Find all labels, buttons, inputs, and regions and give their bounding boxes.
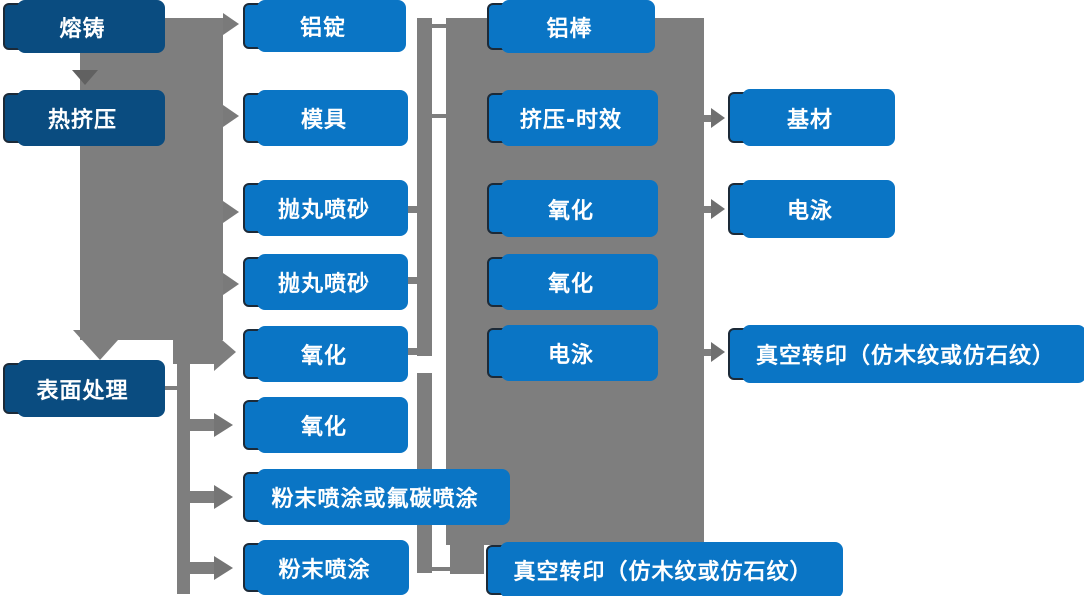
connector-arrowhead-to-base-material <box>711 108 725 128</box>
node-oxidation-2: 氧化 <box>243 397 408 453</box>
node-label: 基材 <box>786 107 833 133</box>
connector-arrowhead-to-powder-fluorocarbon <box>214 485 233 509</box>
connector-shaft-to-oxidation-2 <box>190 419 214 431</box>
node-label: 电泳 <box>786 199 833 224</box>
connector-arrowhead-to-vacuum-transfer-right <box>711 342 725 362</box>
node-electrophoresis-2: 电泳 <box>728 180 895 238</box>
connector-arrowhead-to-shot-blasting-2 <box>223 273 239 295</box>
node-electrophoresis-1: 电泳 <box>487 325 658 381</box>
connector-stub-shot-blasting-1 <box>405 206 417 213</box>
connector-arrowhead-to-aluminum-ingot <box>223 13 239 35</box>
connector-arrowhead-to-mold <box>223 105 239 127</box>
node-label: 抛丸喷砂 <box>277 198 370 223</box>
node-mold: 模具 <box>243 90 408 146</box>
node-aluminum-rod: 铝棒 <box>487 0 655 53</box>
node-label: 电泳 <box>547 343 594 368</box>
connector-shaft-to-powder-fluorocarbon <box>190 491 214 503</box>
node-aluminum-ingot: 铝锭 <box>243 0 406 52</box>
connector-arrowhead-to-shot-blasting-1 <box>223 201 239 223</box>
node-vacuum-transfer-right: 真空转印（仿木纹或仿石纹） <box>728 325 1084 383</box>
node-label: 热挤压 <box>47 108 117 133</box>
connector-shaft-to-vacuum-transfer-right <box>702 349 711 356</box>
node-label: 粉末喷涂或氟碳喷涂 <box>271 487 479 512</box>
node-powder-coating: 粉末喷涂 <box>243 540 409 595</box>
connector-line-surface-treatment <box>162 386 177 390</box>
node-label: 真空转印（仿木纹或仿石纹） <box>755 344 1055 369</box>
node-label: 抛丸喷砂 <box>277 272 370 297</box>
connector-panel-foot <box>450 540 484 574</box>
node-label: 氧化 <box>547 272 594 297</box>
connector-arrow-down-melting-to-extrusion <box>72 70 98 85</box>
connector-arrowhead-to-oxidation-2 <box>214 413 233 437</box>
node-surface-treatment: 表面处理 <box>3 360 165 417</box>
connector-line-ingot-row <box>432 24 448 28</box>
connector-shaft-to-powder-coating <box>190 562 214 574</box>
node-label: 粉末喷涂 <box>278 557 371 583</box>
node-oxidation-3: 氧化 <box>487 180 658 237</box>
node-label: 氧化 <box>300 415 347 440</box>
node-extrusion-aging: 挤压-时效 <box>487 90 658 146</box>
node-label: 铝锭 <box>299 16 346 41</box>
node-label: 氧化 <box>547 198 594 224</box>
connector-shaft-to-electrophoresis-2 <box>702 206 711 213</box>
node-vacuum-transfer-bottom: 真空转印（仿木纹或仿石纹） <box>486 542 843 596</box>
connector-stub-shot-blasting-2 <box>405 277 417 284</box>
node-label: 真空转印（仿木纹或仿石纹） <box>513 560 813 585</box>
node-hot-extrusion: 热挤压 <box>3 90 165 146</box>
node-label: 熔铸 <box>59 16 106 42</box>
connector-main-band <box>80 18 223 340</box>
node-base-material: 基材 <box>728 89 895 146</box>
connector-line-mold-row <box>432 114 448 118</box>
node-label: 氧化 <box>300 344 347 369</box>
node-oxidation-4: 氧化 <box>487 254 658 310</box>
node-shot-blasting-1: 抛丸喷砂 <box>243 180 408 236</box>
node-oxidation-1: 氧化 <box>243 326 408 382</box>
node-label: 铝棒 <box>546 16 593 42</box>
connector-line-powder-row <box>432 567 450 571</box>
connector-arrow-down-to-surface-treatment <box>73 330 127 360</box>
node-melting-casting: 熔铸 <box>3 0 165 53</box>
connector-arrowhead-to-electrophoresis-2 <box>711 199 725 219</box>
connector-arrowhead-to-oxidation-1 <box>214 333 236 371</box>
connector-merge-band-upper <box>417 18 432 356</box>
node-shot-blasting-2: 抛丸喷砂 <box>243 254 408 310</box>
node-label: 模具 <box>300 108 347 133</box>
connector-arrowhead-to-powder-coating <box>214 556 233 580</box>
connector-stub-oxidation-1 <box>405 348 417 355</box>
connector-surface-band <box>177 338 190 594</box>
node-label: 表面处理 <box>36 378 129 404</box>
node-label: 挤压-时效 <box>519 108 623 133</box>
connector-shaft-to-base-material <box>702 115 711 122</box>
node-powder-or-fluorocarbon: 粉末喷涂或氟碳喷涂 <box>243 469 510 525</box>
